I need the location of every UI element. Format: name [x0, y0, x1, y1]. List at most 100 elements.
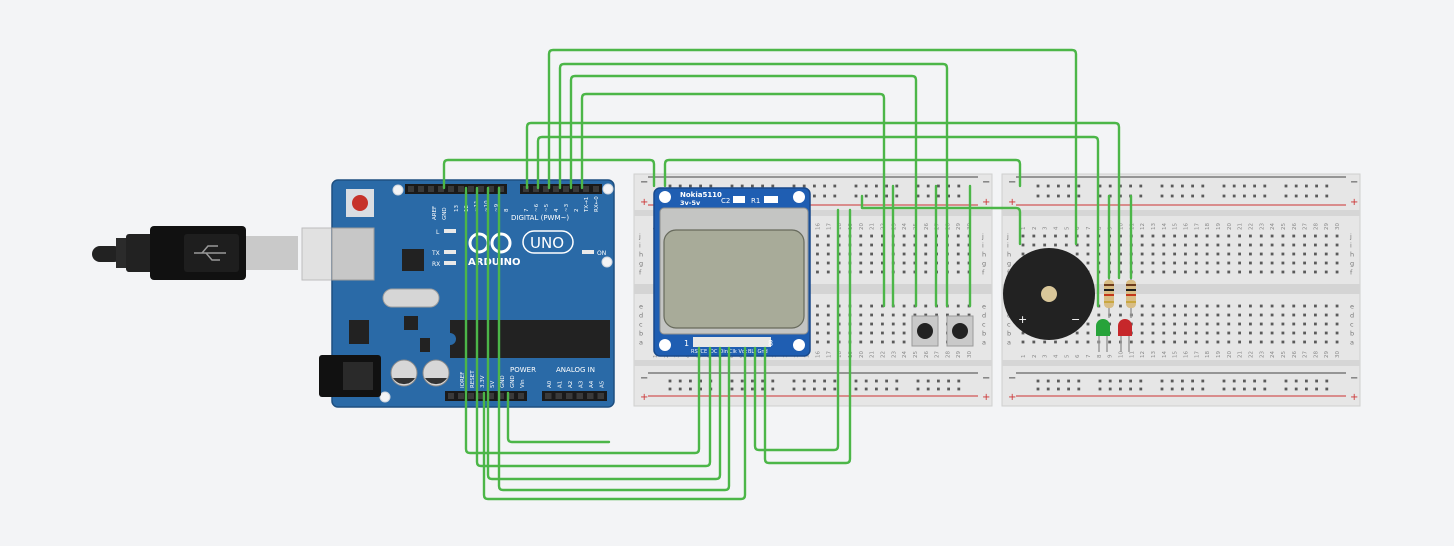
grid-hole[interactable]: [1205, 340, 1209, 344]
grid-hole[interactable]: [881, 313, 884, 317]
grid-hole[interactable]: [1119, 304, 1122, 308]
grid-hole[interactable]: [816, 340, 819, 344]
grid-hole[interactable]: [1249, 243, 1252, 247]
rail-hole[interactable]: [1067, 379, 1070, 383]
grid-hole[interactable]: [1314, 234, 1317, 238]
grid-hole[interactable]: [1021, 243, 1025, 247]
rail-hole[interactable]: [1057, 379, 1060, 383]
grid-hole[interactable]: [1292, 270, 1296, 274]
header-pin[interactable]: [593, 186, 599, 192]
grid-hole[interactable]: [1281, 322, 1285, 326]
rail-hole[interactable]: [957, 194, 961, 198]
digital-header-right[interactable]: [520, 184, 602, 194]
grid-hole[interactable]: [1249, 270, 1252, 274]
rail-hole[interactable]: [740, 184, 744, 188]
header-pin[interactable]: [478, 393, 484, 399]
header-pin[interactable]: [488, 186, 494, 192]
grid-hole[interactable]: [1129, 340, 1133, 344]
header-pin[interactable]: [498, 186, 504, 192]
grid-hole[interactable]: [1270, 331, 1274, 335]
grid-hole[interactable]: [1162, 340, 1166, 344]
grid-hole[interactable]: [1324, 331, 1328, 335]
header-pin[interactable]: [583, 186, 589, 192]
grid-hole[interactable]: [1086, 331, 1090, 335]
grid-hole[interactable]: [1281, 304, 1285, 308]
grid-hole[interactable]: [1140, 270, 1144, 274]
grid-hole[interactable]: [816, 261, 819, 265]
grid-hole[interactable]: [1281, 252, 1285, 256]
grid-hole[interactable]: [1194, 243, 1198, 247]
rail-hole[interactable]: [792, 379, 796, 383]
grid-hole[interactable]: [1140, 340, 1144, 344]
rail-hole[interactable]: [1170, 379, 1174, 383]
grid-hole[interactable]: [956, 261, 960, 265]
grid-hole[interactable]: [1162, 313, 1166, 317]
jumper-wire[interactable]: [558, 62, 949, 308]
rail-hole[interactable]: [668, 184, 672, 188]
grid-hole[interactable]: [1194, 304, 1198, 308]
grid-hole[interactable]: [1162, 304, 1166, 308]
rail-hole[interactable]: [1108, 387, 1112, 391]
grid-hole[interactable]: [1249, 252, 1252, 256]
grid-hole[interactable]: [1021, 340, 1025, 344]
grid-hole[interactable]: [1281, 261, 1285, 265]
rail-hole[interactable]: [1294, 194, 1298, 198]
grid-hole[interactable]: [1119, 234, 1122, 238]
grid-hole[interactable]: [967, 313, 971, 317]
jumper-wire[interactable]: [525, 121, 1121, 280]
jumper-wire[interactable]: [860, 194, 1022, 246]
grid-hole[interactable]: [1173, 243, 1177, 247]
rail-hole[interactable]: [1232, 379, 1236, 383]
grid-hole[interactable]: [1324, 340, 1328, 344]
grid-hole[interactable]: [1281, 340, 1285, 344]
rail-hole[interactable]: [864, 194, 868, 198]
grid-hole[interactable]: [1249, 331, 1252, 335]
grid-hole[interactable]: [1173, 304, 1177, 308]
grid-hole[interactable]: [816, 304, 819, 308]
rail-hole[interactable]: [885, 379, 888, 383]
rail-hole[interactable]: [895, 184, 899, 188]
rail-hole[interactable]: [1181, 387, 1184, 391]
grid-hole[interactable]: [1021, 234, 1025, 238]
grid-hole[interactable]: [816, 270, 819, 274]
rail-hole[interactable]: [1305, 379, 1308, 383]
rail-hole[interactable]: [1077, 387, 1081, 391]
grid-hole[interactable]: [1249, 234, 1252, 238]
rail-hole[interactable]: [802, 184, 806, 188]
rail-hole[interactable]: [1170, 387, 1174, 391]
grid-hole[interactable]: [1151, 313, 1155, 317]
grid-hole[interactable]: [816, 331, 819, 335]
header-pin[interactable]: [573, 186, 579, 192]
rail-hole[interactable]: [1036, 184, 1040, 188]
grid-hole[interactable]: [1324, 234, 1328, 238]
grid-hole[interactable]: [1227, 340, 1231, 344]
rail-hole[interactable]: [823, 184, 826, 188]
grid-hole[interactable]: [1054, 340, 1057, 344]
rail-hole[interactable]: [813, 379, 816, 383]
grid-hole[interactable]: [1021, 331, 1025, 335]
grid-hole[interactable]: [1119, 252, 1122, 256]
grid-hole[interactable]: [1314, 322, 1317, 326]
rail-hole[interactable]: [1201, 184, 1205, 188]
grid-hole[interactable]: [1054, 234, 1057, 238]
grid-hole[interactable]: [859, 261, 863, 265]
rail-hole[interactable]: [895, 387, 899, 391]
grid-hole[interactable]: [1270, 234, 1274, 238]
grid-hole[interactable]: [956, 313, 960, 317]
grid-hole[interactable]: [1259, 340, 1263, 344]
grid-hole[interactable]: [1205, 322, 1209, 326]
grid-hole[interactable]: [1259, 313, 1263, 317]
grid-hole[interactable]: [870, 261, 873, 265]
rail-hole[interactable]: [740, 379, 744, 383]
grid-hole[interactable]: [870, 313, 873, 317]
grid-hole[interactable]: [881, 331, 884, 335]
grid-hole[interactable]: [826, 234, 830, 238]
grid-hole[interactable]: [1238, 322, 1241, 326]
rail-hole[interactable]: [1253, 184, 1256, 188]
grid-hole[interactable]: [1303, 331, 1306, 335]
grid-hole[interactable]: [1205, 304, 1209, 308]
grid-hole[interactable]: [1314, 340, 1317, 344]
header-pin[interactable]: [508, 393, 514, 399]
grid-hole[interactable]: [1292, 313, 1296, 317]
grid-hole[interactable]: [1303, 340, 1306, 344]
